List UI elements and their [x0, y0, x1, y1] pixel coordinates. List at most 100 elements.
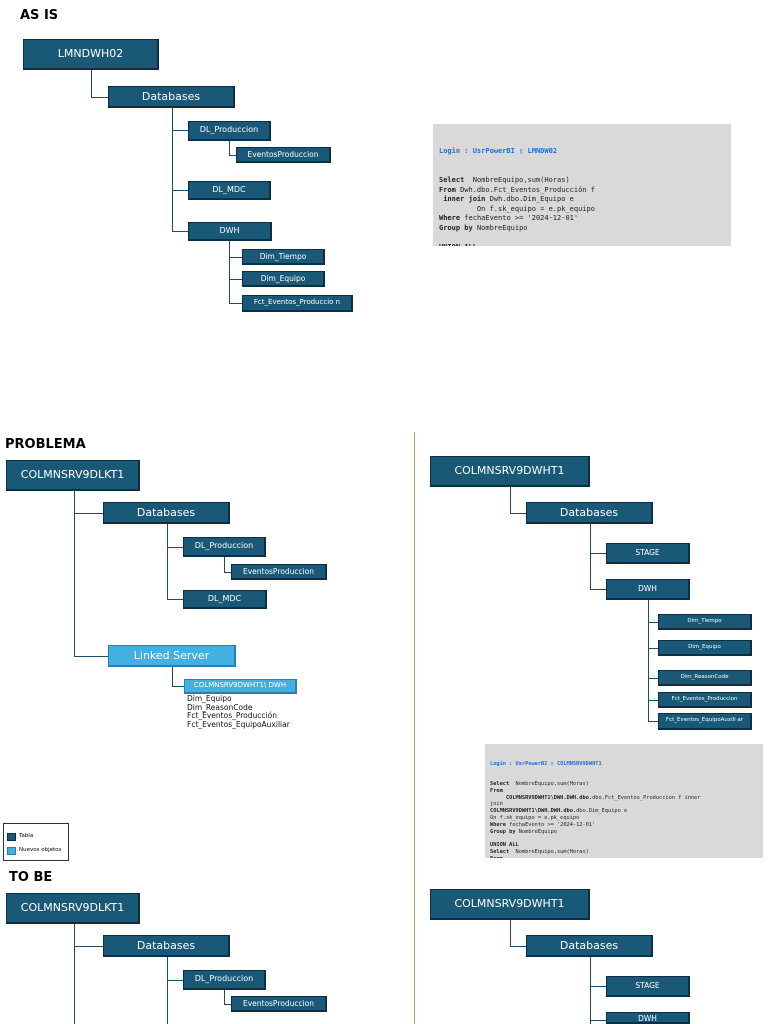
- connector: [648, 622, 658, 623]
- sql-line: On f.sk_equipo = e.pk_equipo: [439, 205, 725, 215]
- node-fct-eventos-produccion[interactable]: Fct_Eventos_Produccio n: [242, 295, 353, 312]
- sql-keyword: UNION ALL: [439, 243, 477, 246]
- node-databases[interactable]: Databases: [103, 935, 230, 957]
- node-databases[interactable]: Databases: [103, 502, 230, 524]
- node-dwh[interactable]: DWH: [606, 579, 690, 600]
- connector: [91, 70, 92, 97]
- sql-keyword: Where: [439, 214, 465, 223]
- sql-keyword: UNION ALL: [490, 842, 519, 849]
- sql-text: NombreEquipo: [476, 223, 528, 232]
- node-databases[interactable]: Databases: [108, 86, 235, 108]
- node-eventos-produccion[interactable]: EventosProduccion: [236, 147, 331, 163]
- sql-keyword: From: [439, 185, 461, 194]
- connector: [172, 190, 188, 191]
- sql-keyword: Select: [490, 848, 513, 855]
- connector: [172, 231, 188, 232]
- connector: [510, 920, 511, 947]
- connector: [590, 986, 606, 987]
- linked-table-item: Dim_Equipo: [187, 694, 232, 703]
- node-fct-eventos-produccion[interactable]: Fct_Eventos_Produccion: [658, 692, 752, 708]
- node-dl-mdc[interactable]: DL_MDC: [183, 590, 267, 609]
- sql-keyword: inner join: [439, 195, 490, 204]
- sql-keyword: Group by: [490, 828, 519, 835]
- connector: [510, 946, 527, 947]
- connector: [167, 957, 168, 1024]
- node-dl-produccion[interactable]: DL_Produccion: [183, 970, 266, 990]
- connector: [74, 946, 104, 947]
- login-label: Login : UsrPowerBI: [490, 760, 551, 767]
- sql-line: [490, 835, 758, 842]
- node-dim-equipo[interactable]: Dim_Equipo: [658, 640, 752, 656]
- sql-text: dbo.Dim_Equipo e: [576, 808, 628, 815]
- login-label: Login : UsrPowerBI: [439, 147, 520, 156]
- sql-text: On f.sk_equipo = e.pk_equipo: [490, 814, 580, 821]
- node-databases[interactable]: Databases: [526, 935, 653, 957]
- legend: Tabla Nuevos objetos: [3, 823, 69, 861]
- legend-label-table: Tabla: [19, 833, 34, 839]
- connector: [590, 1020, 606, 1021]
- legend-swatch-new-objects: [7, 847, 16, 855]
- sql-lines: Select NombreEquipo,sum(Horas) From COLMN…: [490, 781, 758, 858]
- node-eventos-produccion[interactable]: EventosProduccion: [231, 996, 327, 1012]
- sql-keyword: Where: [490, 821, 510, 828]
- connector: [590, 553, 606, 554]
- connector: [648, 678, 658, 679]
- node-linked-target[interactable]: COLMNSRV9DWHT1\ DWH: [184, 679, 297, 694]
- node-dwh[interactable]: DWH: [188, 222, 272, 241]
- sql-line: Group by NombreEquipo: [490, 829, 758, 836]
- node-server-colmnsrv9dlkt1[interactable]: COLMNSRV9DLKT1: [6, 460, 140, 491]
- node-fct-eventos-equipoauxiliar[interactable]: Fct_Eventos_EquipoAuxili ar: [658, 713, 752, 730]
- node-dim-tiempo[interactable]: Dim_Tiempo: [242, 249, 325, 265]
- node-dim-reasoncode[interactable]: Dim_ReasonCode: [658, 670, 752, 686]
- sql-text: dbo.Fct_Eventos_Produccion f inner: [592, 794, 701, 801]
- node-databases[interactable]: Databases: [526, 502, 653, 524]
- section-divider: [414, 432, 415, 1024]
- section-title-as-is: AS IS: [20, 8, 59, 23]
- node-dl-produccion[interactable]: DL_Produccion: [183, 537, 266, 557]
- node-linked-server[interactable]: Linked Server: [108, 645, 236, 667]
- linked-table-item: Fct_Eventos_EquipoAuxiliar: [187, 719, 290, 729]
- node-stage[interactable]: STAGE: [606, 543, 690, 564]
- sql-line: inner join Dwh.dbo.Dim_Equipo e: [439, 195, 725, 205]
- linked-table-item: Fct_Eventos_Producción: [187, 711, 277, 721]
- node-dwh[interactable]: DWH: [606, 1012, 690, 1024]
- connector: [590, 957, 591, 1024]
- connector: [91, 97, 109, 98]
- node-eventos-produccion[interactable]: EventosProduccion: [231, 564, 327, 580]
- node-server-colmnsrv9dwht1[interactable]: COLMNSRV9DWHT1: [430, 889, 590, 920]
- connector: [648, 721, 658, 722]
- node-stage[interactable]: STAGE: [606, 976, 690, 997]
- node-dl-mdc[interactable]: DL_MDC: [188, 181, 271, 200]
- connector: [590, 589, 606, 590]
- sql-text: On f.sk_equipo = e.pk_equipo: [439, 204, 595, 213]
- sql-text: [439, 234, 443, 242]
- sql-line: From: [490, 856, 758, 858]
- sql-keyword: From: [490, 856, 503, 858]
- node-server-lmndwh02[interactable]: LMNDWH02: [23, 39, 159, 70]
- sql-keyword: From: [490, 787, 503, 794]
- connector: [74, 491, 75, 656]
- connector: [229, 279, 242, 280]
- connector: [510, 487, 511, 514]
- connector: [224, 1004, 232, 1005]
- sql-keyword: Select: [490, 780, 513, 787]
- connector: [172, 667, 173, 686]
- node-server-colmnsrv9dwht1[interactable]: COLMNSRV9DWHT1: [430, 456, 590, 487]
- node-dim-tiempo[interactable]: Dim_Tiempo: [658, 614, 752, 630]
- sql-line: COLMNSRV9DWHT1\DWH.DWH.dbo.dbo.Fct_Event…: [490, 795, 758, 802]
- section-title-to-be: TO BE: [9, 870, 53, 885]
- connector: [510, 513, 527, 514]
- sql-query-problema: Login : UsrPowerBI ▯ COLMNSRV9DWHT1 Sele…: [485, 744, 763, 858]
- connector: [172, 130, 188, 131]
- sql-line: Group by NombreEquipo: [439, 224, 725, 234]
- connector: [224, 557, 225, 572]
- node-server-colmnsrv9dlkt1[interactable]: COLMNSRV9DLKT1: [6, 893, 140, 924]
- connector: [648, 600, 649, 722]
- sql-text: join: [490, 801, 506, 808]
- connector: [590, 524, 591, 590]
- linked-table-item: Dim_ReasonCode: [187, 702, 253, 712]
- node-dim-equipo[interactable]: Dim_Equipo: [242, 271, 325, 287]
- sql-text: NombreEquipo,sum(Horas): [512, 780, 589, 787]
- node-dl-produccion[interactable]: DL_Produccion: [188, 121, 271, 141]
- connector: [229, 241, 230, 304]
